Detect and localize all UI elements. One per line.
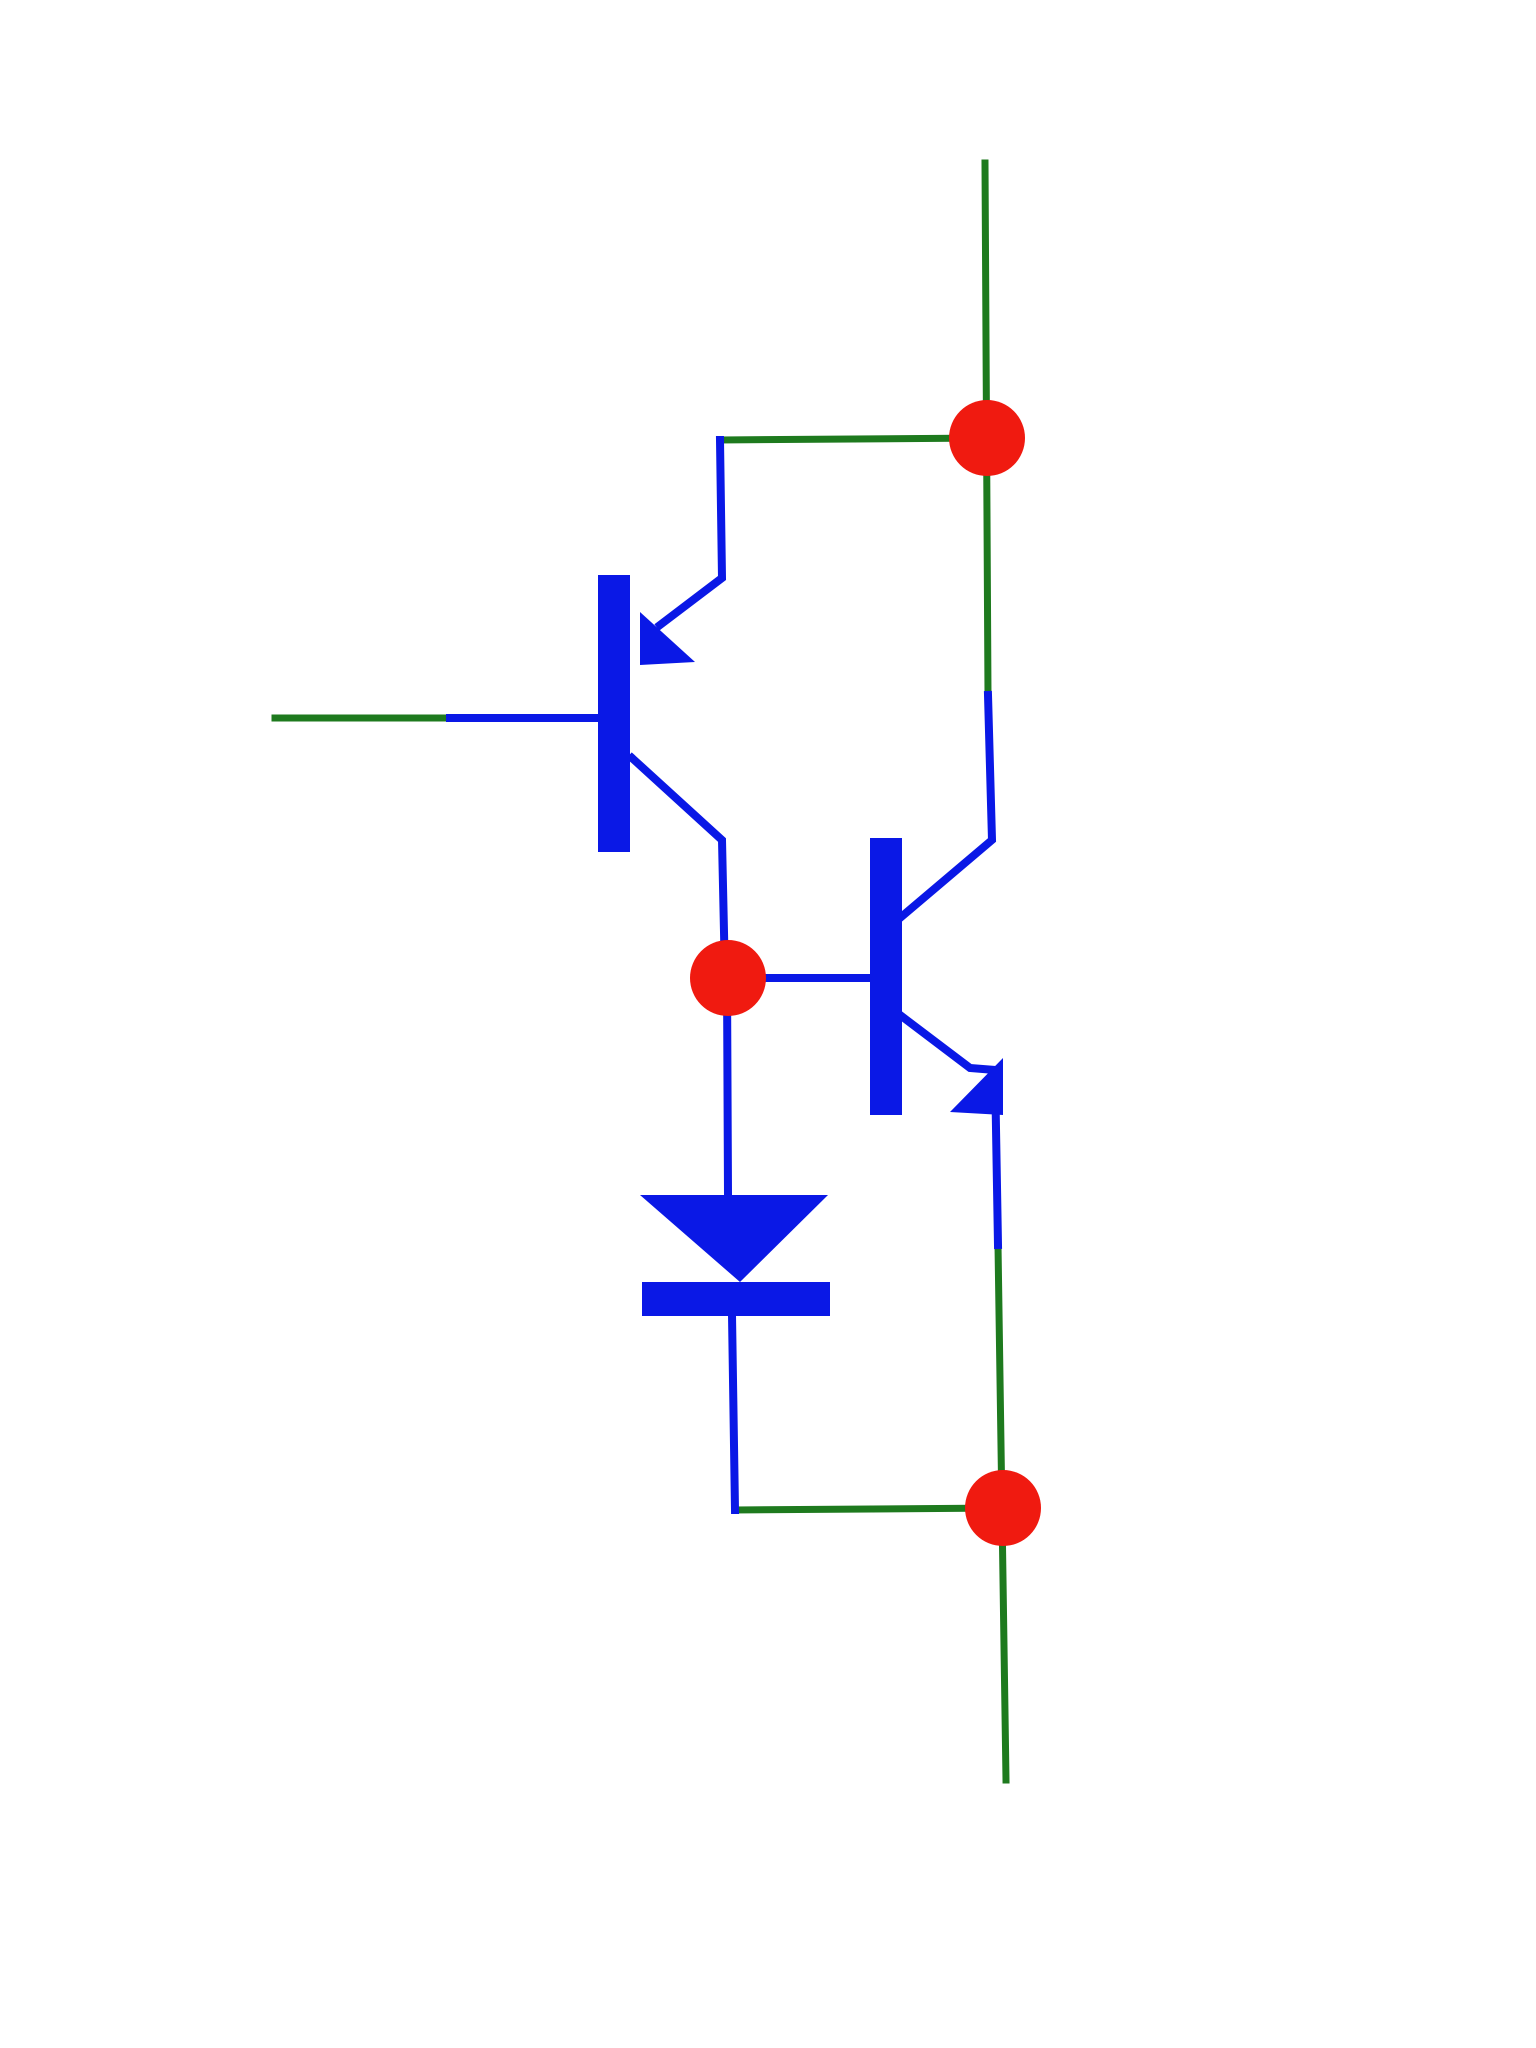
junctions	[690, 400, 1041, 1546]
q1-collector-wire	[626, 752, 730, 983]
q2-emitter-arrow	[950, 1058, 1003, 1115]
q2-base-bar	[870, 838, 902, 1115]
q1-base-bar	[598, 575, 630, 852]
bottom-right-node	[965, 1470, 1041, 1546]
q2-emitter-wire	[894, 1009, 1003, 1250]
q2-collector-wire	[894, 690, 997, 924]
top-right-node	[949, 400, 1025, 476]
diode-icon	[640, 1195, 830, 1316]
middle-node	[690, 940, 766, 1016]
bottom-link-wire	[731, 1504, 1004, 1514]
npn-transistor-icon	[870, 838, 1003, 1115]
diode-to-bottom-wire	[727, 1310, 740, 1515]
q1-emitter-arrow	[640, 612, 695, 665]
diode-triangle	[640, 1195, 828, 1282]
top-link-wire	[716, 434, 989, 444]
q1-emitter-wire	[654, 435, 727, 631]
pnp-transistor-icon	[598, 575, 695, 852]
diode-cathode-bar	[642, 1282, 830, 1316]
